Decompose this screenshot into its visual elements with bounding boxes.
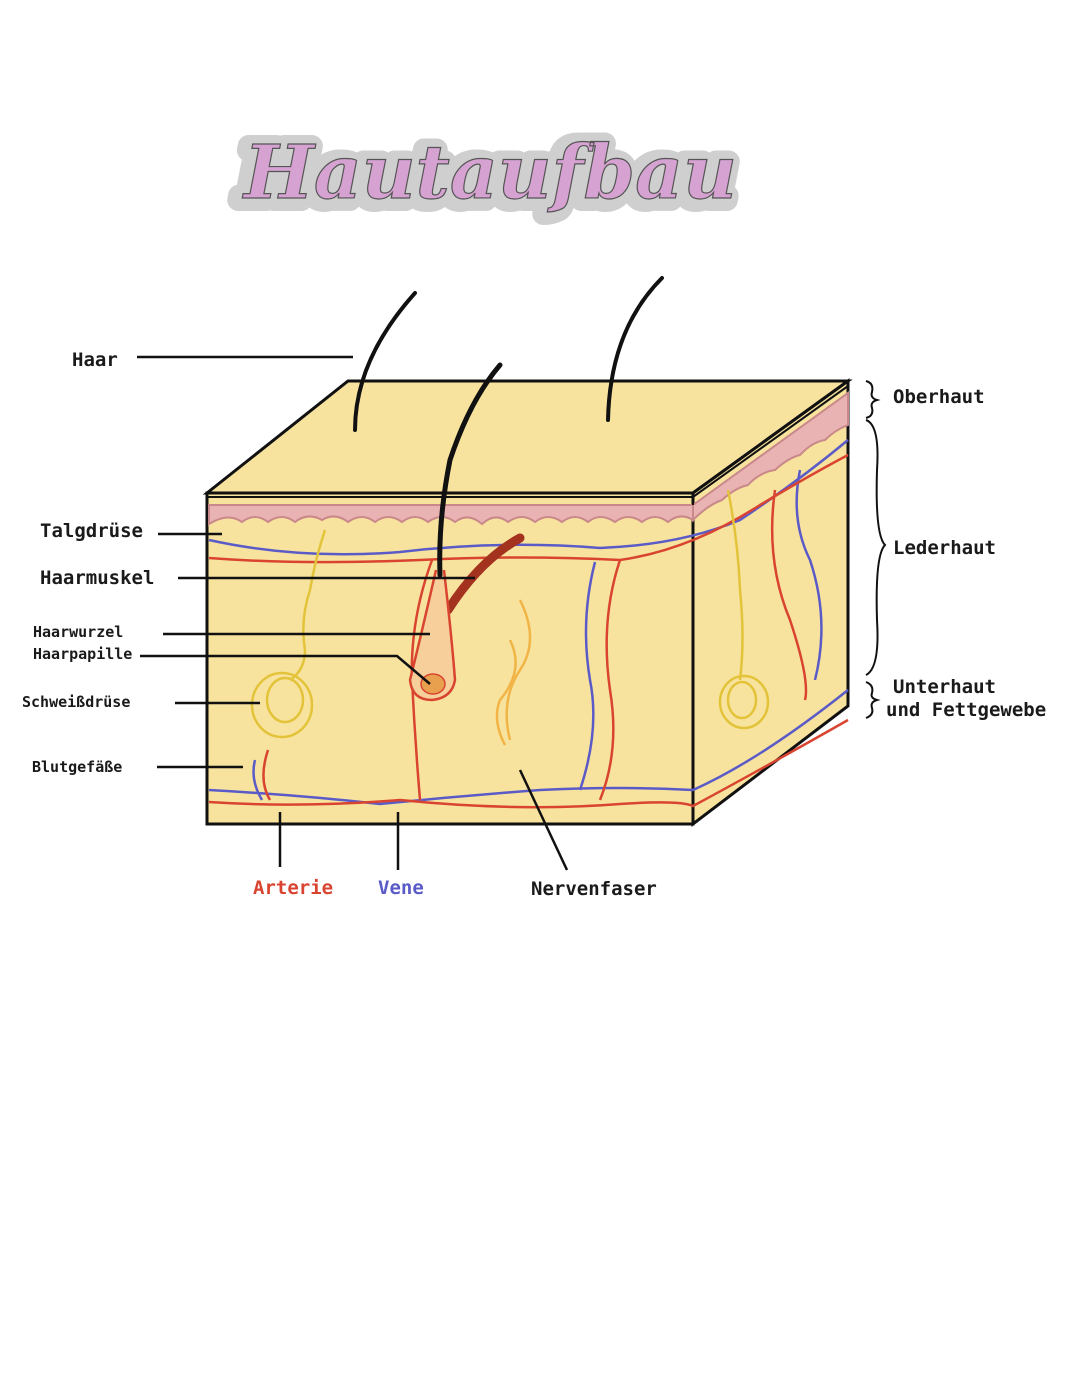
label-lederhaut: Lederhaut	[893, 537, 996, 559]
artery-bottom	[208, 718, 849, 809]
label-haarwurzel: Haarwurzel	[33, 623, 123, 641]
label-haarpapille: Haarpapille	[33, 645, 132, 663]
veins	[208, 439, 849, 806]
hair-root	[408, 569, 457, 702]
label-oberhaut: Oberhaut	[893, 386, 985, 408]
page-title: Hautaufbau	[242, 130, 737, 216]
sweat-gland-coil-right-2	[718, 674, 770, 730]
hair-muscle	[443, 533, 525, 615]
hair-center	[437, 362, 503, 578]
hair-right	[606, 276, 664, 422]
nerve-fiber-1	[505, 599, 532, 741]
sweat-gland-coil-left-2	[250, 671, 314, 739]
leader-haarpapille	[140, 654, 431, 685]
sweat-gland-duct-left	[289, 529, 327, 682]
bracket-lederhaut	[865, 419, 887, 676]
vein-vertical-1	[578, 561, 597, 791]
vein-vertical-3	[252, 759, 264, 801]
sweat-glands	[250, 489, 770, 739]
label-haar: Haar	[72, 349, 118, 371]
sweat-gland-duct-right	[726, 489, 744, 681]
label-haarmuskel: Haarmuskel	[40, 567, 154, 589]
title-group: Hautaufbau Hautaufbau	[227, 121, 744, 229]
label-schweissdruese: Schweißdrüse	[22, 693, 130, 711]
artery-vertical-3	[262, 749, 272, 801]
hairs	[353, 276, 664, 578]
nerve-fibers	[495, 599, 532, 746]
title-shadow: Hautaufbau	[238, 132, 733, 218]
nerve-fiber-2	[495, 639, 517, 746]
leader-nervenfaser	[518, 769, 569, 871]
label-talgdruese: Talgdrüse	[40, 520, 143, 542]
sweat-gland-coil-right	[726, 680, 758, 720]
bracket-unterhaut	[865, 681, 881, 719]
arteries	[208, 453, 849, 809]
label-nervenfaser: Nervenfaser	[531, 878, 657, 900]
vein-vertical-2	[795, 469, 823, 681]
leader-lines	[137, 355, 569, 871]
epidermis-layer-side	[692, 391, 849, 523]
layer-brackets	[865, 380, 887, 719]
hair-left	[353, 291, 417, 432]
label-arterie: Arterie	[253, 877, 333, 899]
label-unterhaut-line1: Unterhaut	[893, 676, 996, 698]
label-unterhaut-line2: und Fettgewebe	[886, 699, 1046, 721]
hair-papilla	[420, 673, 446, 695]
vein-bottom	[208, 689, 849, 806]
artery-vertical-2	[770, 489, 808, 701]
label-blutgefaesse: Blutgefäße	[32, 758, 122, 776]
epidermis-layer	[208, 504, 694, 526]
label-vene: Vene	[378, 877, 424, 899]
sweat-gland-coil-left	[265, 676, 305, 724]
bracket-oberhaut	[865, 380, 881, 419]
artery-vertical-1	[598, 559, 622, 801]
